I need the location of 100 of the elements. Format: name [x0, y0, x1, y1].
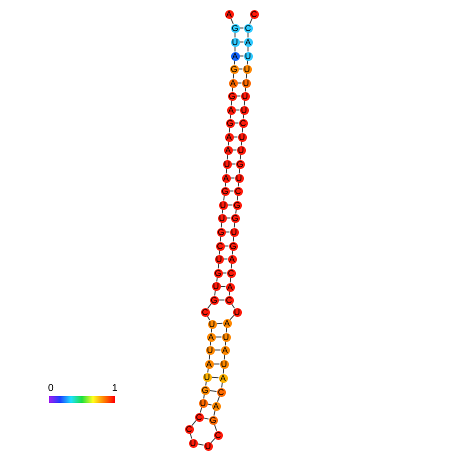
nucleotide-circle: A — [224, 10, 234, 18]
nucleotide-circle: U — [198, 398, 208, 408]
connector-line — [226, 154, 228, 160]
nucleotide-circle: A — [228, 78, 238, 88]
nucleotide-circle: U — [244, 52, 252, 60]
nucleotide-circle: U — [242, 78, 250, 88]
connector-line — [230, 314, 234, 320]
connector-line — [211, 376, 219, 378]
connector-line — [196, 443, 204, 446]
connector-line — [234, 222, 236, 228]
connector-line — [220, 222, 222, 228]
connector-line — [231, 303, 235, 309]
connector-line — [230, 277, 232, 283]
nucleotide-circle: A — [218, 374, 228, 382]
connector-line — [207, 303, 212, 309]
connector-line — [234, 32, 236, 38]
nucleotide-circle: U — [220, 360, 228, 368]
connector-line — [216, 322, 223, 324]
connector-line — [208, 390, 218, 392]
connector-line — [244, 100, 246, 106]
nucleotide-circle: A — [224, 146, 232, 154]
connector-line — [230, 100, 232, 106]
nucleotide-circle: C — [216, 242, 224, 250]
nucleotide-circle: C — [184, 424, 194, 434]
nucleotide-circle: A — [204, 360, 214, 368]
nucleotide-circle: U — [214, 254, 224, 264]
nucleotide-circle: G — [220, 186, 230, 196]
nucleotide-circle: U — [218, 200, 228, 210]
nucleotide-circle: C — [234, 186, 242, 196]
connector-line — [230, 263, 232, 269]
nucleotide-circle: U — [234, 174, 244, 182]
nucleotide-circle: A — [228, 254, 236, 264]
nucleotide-circle: A — [222, 174, 230, 182]
connector-line — [236, 195, 238, 201]
nucleotide-circle: C — [250, 10, 258, 18]
nucleotide-circle: U — [188, 438, 198, 448]
connector-line — [238, 168, 240, 174]
nucleotide-circle: U — [202, 372, 212, 382]
nucleotide-circle: A — [226, 282, 234, 292]
nucleotide-circle: C — [244, 24, 252, 32]
connector-line — [220, 236, 222, 242]
connector-line — [213, 410, 216, 416]
nucleotide-circle: U — [204, 442, 212, 450]
connector-line — [242, 127, 244, 133]
connector-line — [232, 236, 234, 242]
connector-line — [214, 424, 218, 432]
nucleotide-circle: A — [220, 346, 230, 354]
nucleotide-circle: A — [206, 332, 216, 342]
nucleotide-circle: C — [200, 308, 210, 316]
nucleotide-circle: G — [230, 214, 240, 222]
nucleotide-circle: G — [232, 200, 242, 210]
nucleotide-circle: U — [222, 332, 230, 342]
connector-line — [246, 73, 248, 79]
connector-line — [217, 396, 220, 402]
connector-line — [234, 46, 236, 52]
nucleotide-circle: C — [216, 388, 226, 396]
connector-line — [227, 204, 233, 206]
nucleotide-circle: G — [226, 118, 234, 128]
scale-tick-label: 1 — [112, 384, 118, 394]
nucleotide-circle: G — [216, 228, 226, 236]
nucleotide-circle: U — [212, 282, 220, 290]
nucleotide-circle: C — [224, 296, 234, 304]
nucleotide-circle: U — [230, 228, 238, 236]
nucleotide-circle: G — [230, 64, 238, 74]
nucleotide-circle: G — [200, 386, 210, 394]
connector-line — [249, 18, 253, 24]
nucleotide-circle: A — [226, 106, 236, 114]
scale-tick-label: 0 — [48, 384, 54, 394]
nucleotide-circle: A — [230, 52, 240, 60]
nucleotide-circle: U — [240, 106, 248, 114]
connector-line — [240, 154, 242, 160]
connector-line — [215, 336, 222, 338]
nucleotide-circle: G — [214, 268, 222, 278]
connector-line — [224, 354, 226, 360]
nucleotide-circle: G — [230, 24, 240, 32]
connector-line — [210, 438, 216, 444]
nucleotide-circle: U — [236, 146, 246, 154]
nucleotide-circle: U — [238, 132, 246, 142]
nucleotide-circle: C — [194, 412, 204, 422]
nucleotide-circle: U — [206, 346, 214, 354]
connector-line — [208, 354, 210, 360]
nucleotide-circle: U — [222, 160, 232, 168]
connector-line — [226, 168, 228, 174]
nucleotide-circle: A — [244, 38, 252, 46]
nucleotide-circle: C — [214, 430, 222, 440]
nucleotide-circle: G — [228, 92, 236, 100]
connector-line — [220, 286, 226, 288]
connector-line — [232, 73, 234, 79]
nucleotide-circle: G — [228, 242, 238, 250]
nucleotide-circle: U — [218, 214, 226, 222]
nucleotide-circle: U — [208, 320, 216, 328]
nucleotide-circle: G — [236, 160, 244, 168]
nucleotide-circle: C — [226, 268, 236, 278]
connector-line — [218, 263, 220, 269]
connector-line — [222, 368, 224, 374]
nucleotide-circle: U — [240, 92, 250, 100]
connector-line — [228, 127, 230, 133]
nucleotide-circle: G — [210, 296, 218, 304]
nucleotide-circle: U — [242, 64, 252, 74]
connector-line — [191, 420, 197, 426]
